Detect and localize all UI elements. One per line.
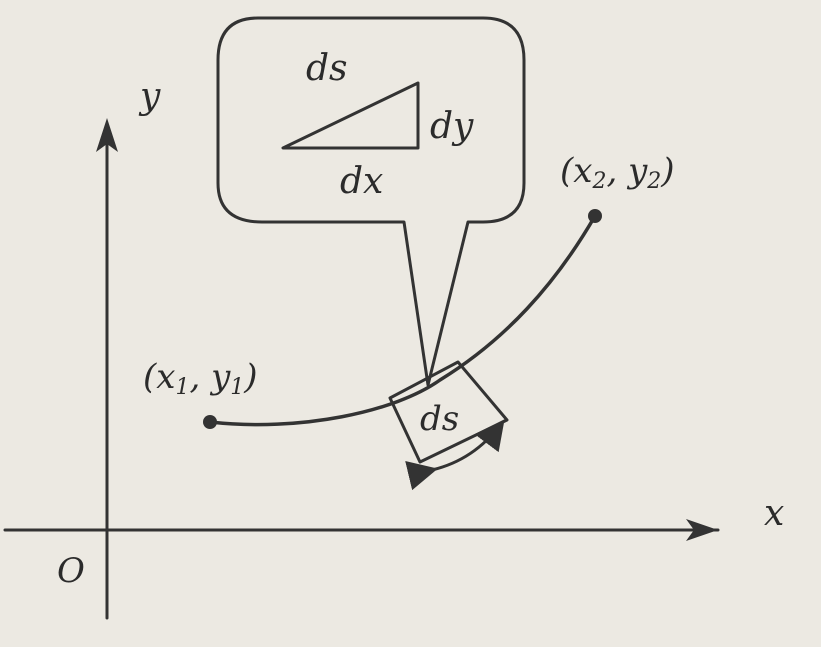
y-axis-arrow-icon [96, 118, 118, 152]
differential-triangle [281, 81, 420, 150]
arc-element-label: ds [420, 399, 459, 439]
x-axis-arrow-icon [686, 519, 718, 541]
arc-element-arrow [405, 419, 505, 491]
origin-label: O [57, 551, 85, 591]
point2-label: (x2, y2) [560, 151, 675, 194]
end-point [588, 209, 602, 223]
triangle-rise-label: dy [430, 106, 474, 147]
point1-label: (x1, y1) [143, 357, 258, 400]
callout-bubble [216, 16, 526, 387]
triangle-hypotenuse-label: ds [306, 48, 348, 89]
y-axis-label: y [138, 76, 161, 117]
triangle-run-label: dx [340, 161, 383, 202]
arc-curve [208, 214, 597, 427]
start-point [203, 415, 217, 429]
x-axis-label: x [764, 493, 784, 534]
